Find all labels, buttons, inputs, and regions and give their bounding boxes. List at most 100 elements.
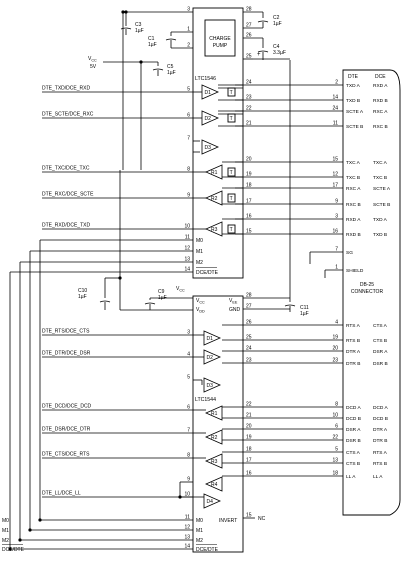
connector-dte-signal: DTR A (346, 349, 361, 355)
nc-label: NC (258, 516, 266, 522)
gate-R4 (205, 476, 223, 492)
gate-label: R4 (211, 482, 218, 488)
gate-D2 (201, 110, 219, 126)
connector-dce-signal: SCTE B (373, 202, 390, 208)
upper-pin-number: 16 (246, 214, 252, 220)
header-dte: DTE (348, 74, 359, 80)
lower-pin-number: 14 (184, 544, 190, 550)
c9-label: C9 (158, 289, 165, 295)
junction-dot (178, 495, 182, 499)
upper-pin-number: 18 (246, 183, 252, 189)
termination-box (227, 167, 236, 177)
upper-pin-number: 17 (246, 199, 252, 205)
connector-dce-signal: RXD A (373, 83, 388, 89)
connector-dce-signal: RXC B (373, 124, 388, 130)
mode-input-label: M2 (2, 538, 9, 544)
termination-box (227, 113, 236, 123)
c10-label: C10 (78, 288, 87, 294)
connector-dte-signal: SCTE A (346, 109, 364, 115)
gate-R1 (205, 405, 223, 421)
c5-value: 1µF (167, 70, 176, 76)
lower-pin-number: 9 (187, 477, 190, 483)
upper-pin-number: 1 (187, 27, 190, 33)
upper-pin-number: 22 (246, 106, 252, 112)
upper-pin-number: 8 (187, 167, 190, 173)
gate-D1 (201, 84, 219, 100)
connector-pin-number: 23 (332, 358, 338, 364)
gate-R3 (205, 453, 223, 469)
connector-title: CONNECTOR (351, 289, 384, 295)
connector-dce-signal: LL A (373, 474, 383, 480)
c4-capacitor (257, 50, 269, 53)
connector-dce-signal: RTS B (373, 461, 387, 467)
upper-pin-number: 2 (187, 43, 190, 49)
connector-dce-signal: DSR B (373, 361, 388, 367)
vee-label-main: V (229, 298, 233, 304)
charge-pump-label: CHARGE (209, 36, 231, 42)
termination-box (227, 193, 236, 203)
connector-dte-signal: SCTE B (346, 124, 363, 130)
header-dce: DCE (375, 74, 386, 80)
lower-pin-number: 19 (246, 435, 252, 441)
labels: LTC1546CHARGEPUMP12356789101112131415161… (2, 7, 391, 553)
mode-input-label: M0 (2, 518, 9, 524)
upper-pin-number: 23 (246, 95, 252, 101)
connector-dce-signal: CTS B (373, 338, 387, 344)
junction-dot (121, 10, 125, 14)
junction-dot (18, 538, 22, 542)
vcc-label-main: V (88, 56, 92, 62)
upper-pin-number: 12 (184, 246, 190, 252)
upper-pin-number: 26 (246, 33, 252, 39)
gate-label: R2 (211, 435, 218, 441)
gate-label: D4 (207, 499, 214, 505)
lower-pin-number: 27 (246, 304, 252, 310)
pin-vcc-label: VCC (196, 298, 205, 305)
connector-pin-number: 9 (335, 199, 338, 205)
upper-pin-number: 21 (246, 121, 252, 127)
junction-dot (28, 528, 32, 532)
charge-pump-label: PUMP (213, 43, 228, 49)
polarity-mark: + (257, 52, 261, 58)
connector-dte-signal: RXC A (346, 186, 361, 192)
pin-vcc-label-sub: CC (199, 301, 205, 305)
connector-dce-signal: RTS A (373, 450, 388, 456)
lower-pin-number: 24 (246, 346, 252, 352)
connector-pin-number: 3 (335, 214, 338, 220)
connector-dte-signal: RXD A (346, 217, 361, 223)
lower-pin-number: 4 (187, 352, 190, 358)
upper-pin-number: 3 (187, 7, 190, 13)
upper-pin-number: 11 (185, 235, 190, 241)
charge-pump-box (204, 19, 236, 57)
connector-dte-signal: DSR B (346, 438, 361, 444)
c10-value: 1µF (78, 294, 87, 300)
connector-dte-signal: CTS A (346, 450, 361, 456)
lower-pin-number: 21 (246, 413, 252, 419)
gate-label: R3 (211, 459, 218, 465)
upper-chip-name: LTC1546 (195, 76, 216, 82)
lower-mode-pin-label: M2 (196, 538, 203, 544)
vcc-label: VCC (88, 56, 97, 63)
lower-pin-number: 23 (246, 358, 252, 364)
c9-capacitor (144, 302, 156, 305)
connector-dte-signal: RXD B (346, 232, 361, 238)
lower-signal-label: DTE_RTS/DCE_CTS (42, 329, 90, 335)
connector-pin-number: 2 (335, 80, 338, 86)
connector-dce-signal: SCTE A (373, 186, 391, 192)
c3-value: 1µF (135, 28, 144, 34)
c11-label: C11 (300, 305, 309, 311)
lower-pin-number: 20 (246, 424, 252, 430)
gnd-label: GND (229, 307, 241, 313)
c2-value: 1µF (273, 21, 282, 27)
lower-signal-label: DTE_LL/DCE_LL (42, 491, 81, 497)
lower-pin-number: 3 (187, 330, 190, 336)
upper-mode-pin-label: M2 (196, 260, 203, 266)
upper-pin-number: 13 (184, 257, 190, 263)
lower-pin-number: 25 (246, 335, 252, 341)
connector-dce-signal: TXC B (373, 175, 387, 181)
gate-label: R2 (211, 196, 218, 202)
vee-label-sub: EE (232, 301, 238, 305)
gate-label: R1 (211, 170, 218, 176)
connector-pin-number: 8 (335, 402, 338, 408)
upper-pin-number: 27 (246, 23, 252, 29)
lower-pin-number: 8 (187, 453, 190, 459)
